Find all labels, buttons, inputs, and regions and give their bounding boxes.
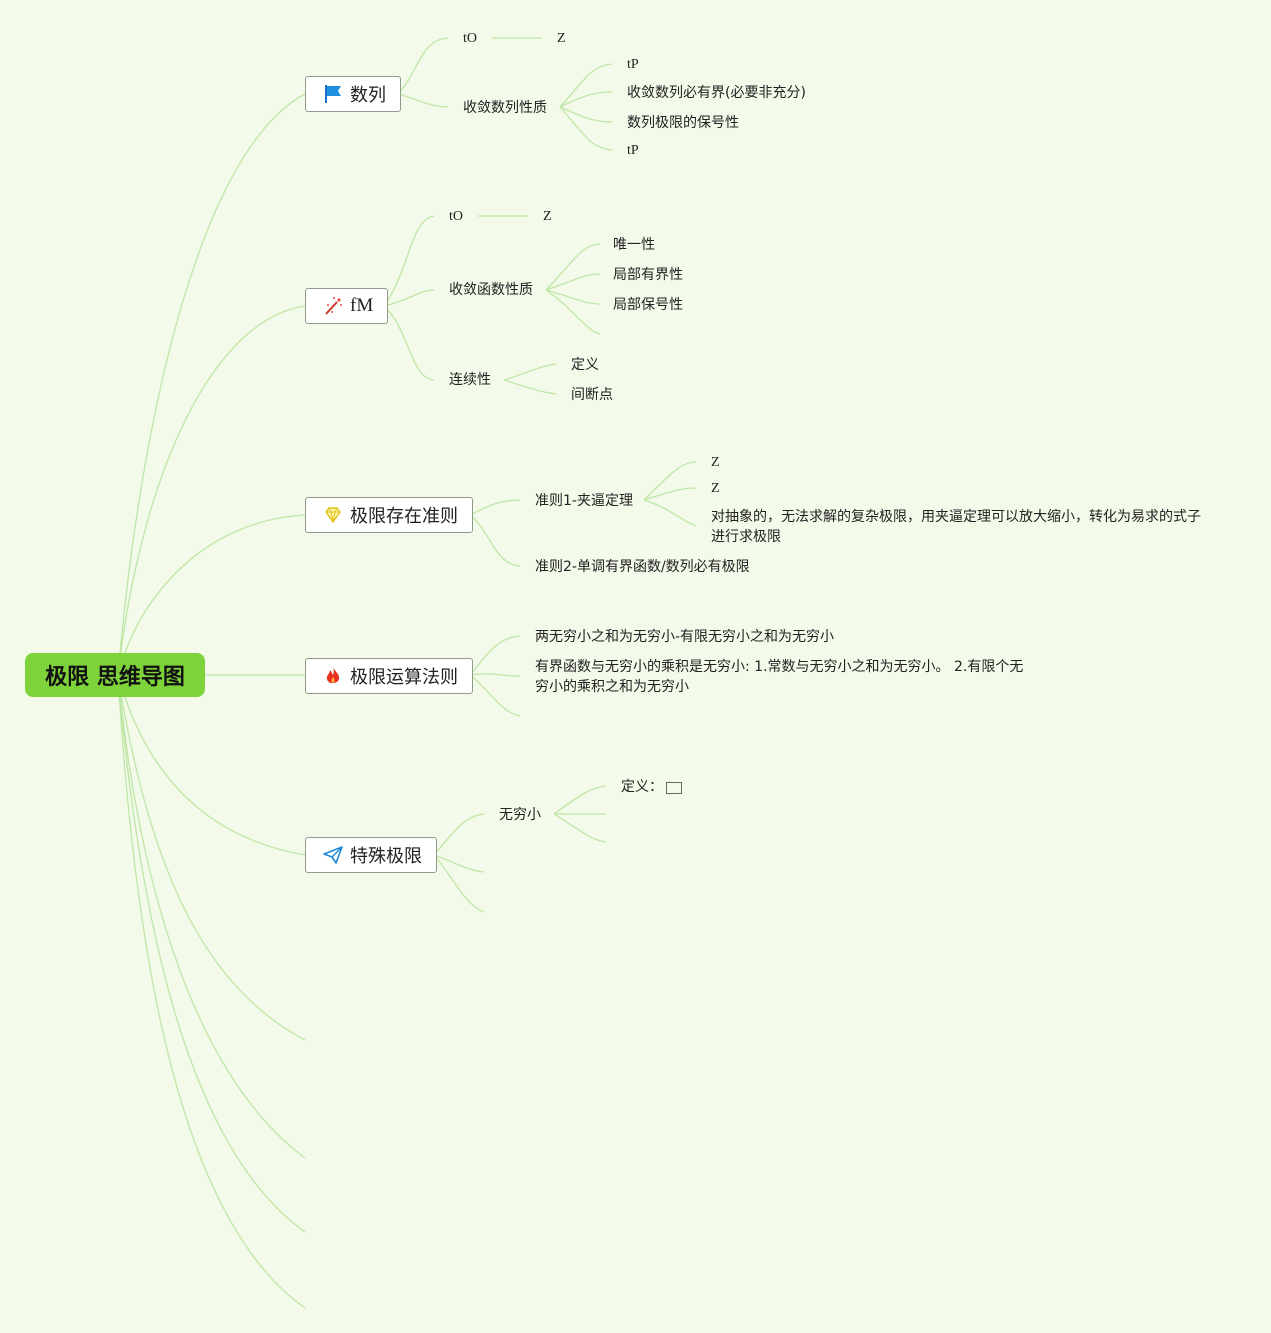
subtopic-label[interactable]: 间断点 [571, 387, 613, 403]
branch-function[interactable]: fM [305, 288, 389, 324]
branch-label: 特殊极限 [350, 846, 422, 867]
root-topic-label: 极限 思维导图 [45, 665, 185, 690]
diamond-icon [322, 504, 344, 526]
topic-label[interactable]: tO [463, 31, 477, 46]
topic-label[interactable]: 连续性 [449, 372, 491, 388]
branch-label: 极限运算法则 [350, 667, 458, 688]
topic-label[interactable]: 准则1-夹逼定理 [535, 493, 633, 509]
topic-label[interactable]: 两无穷小之和为无穷小-有限无穷小之和为无穷小 [535, 629, 835, 645]
topic-label[interactable]: tO [449, 209, 463, 224]
subtopic-label[interactable]: 局部保号性 [613, 297, 683, 313]
topic-label[interactable]: 收敛数列性质 [463, 100, 547, 116]
subtopic-label[interactable]: tP [627, 143, 639, 158]
topic-label[interactable]: 准则2-单调有界函数/数列必有极限 [535, 559, 750, 575]
subtopic-label[interactable]: Z [711, 455, 720, 470]
blue-flag-icon [322, 83, 344, 105]
branch-label: 数列 [350, 85, 386, 106]
topic-label[interactable]: 无穷小 [499, 807, 541, 823]
subtopic-label[interactable]: Z [711, 481, 720, 496]
root-topic[interactable]: 极限 思维导图 [25, 653, 205, 697]
topic-value[interactable]: Z [543, 209, 552, 224]
branch-limit-rules[interactable]: 极限运算法则 [305, 658, 473, 694]
topic-value[interactable]: Z [557, 31, 566, 46]
branch-limit-existence[interactable]: 极限存在准则 [305, 497, 473, 533]
subtopic-label[interactable]: 定义 [571, 357, 599, 373]
topic-label[interactable]: 收敛函数性质 [449, 282, 533, 298]
subtopic-label[interactable]: 数列极限的保号性 [627, 115, 739, 131]
fire-icon [322, 665, 344, 687]
branch-sequence[interactable]: 数列 [305, 76, 401, 112]
branch-special-limits[interactable]: 特殊极限 [305, 837, 437, 873]
branch-label: fM [350, 295, 374, 316]
subtopic-label[interactable]: 唯一性 [613, 237, 655, 253]
paper-plane-icon [322, 844, 344, 866]
topic-note[interactable]: 有界函数与无穷小的乘积是无穷小: 1.常数与无穷小之和为无穷小。 2.有限个无穷… [535, 659, 1024, 695]
subtopic-label[interactable]: 局部有界性 [613, 267, 683, 283]
magic-wand-icon [322, 295, 344, 317]
branch-label: 极限存在准则 [350, 506, 458, 527]
subtopic-label[interactable]: 收敛数列必有界(必要非充分) [627, 85, 806, 101]
subtopic-label[interactable]: 定义： [621, 779, 663, 795]
subtopic-note[interactable]: 对抽象的，无法求解的复杂极限，用夹逼定理可以放大缩小，转化为易求的式子进行求极限 [711, 509, 1201, 545]
missing-glyph-icon [666, 782, 682, 794]
subtopic-label[interactable]: tP [627, 57, 639, 72]
